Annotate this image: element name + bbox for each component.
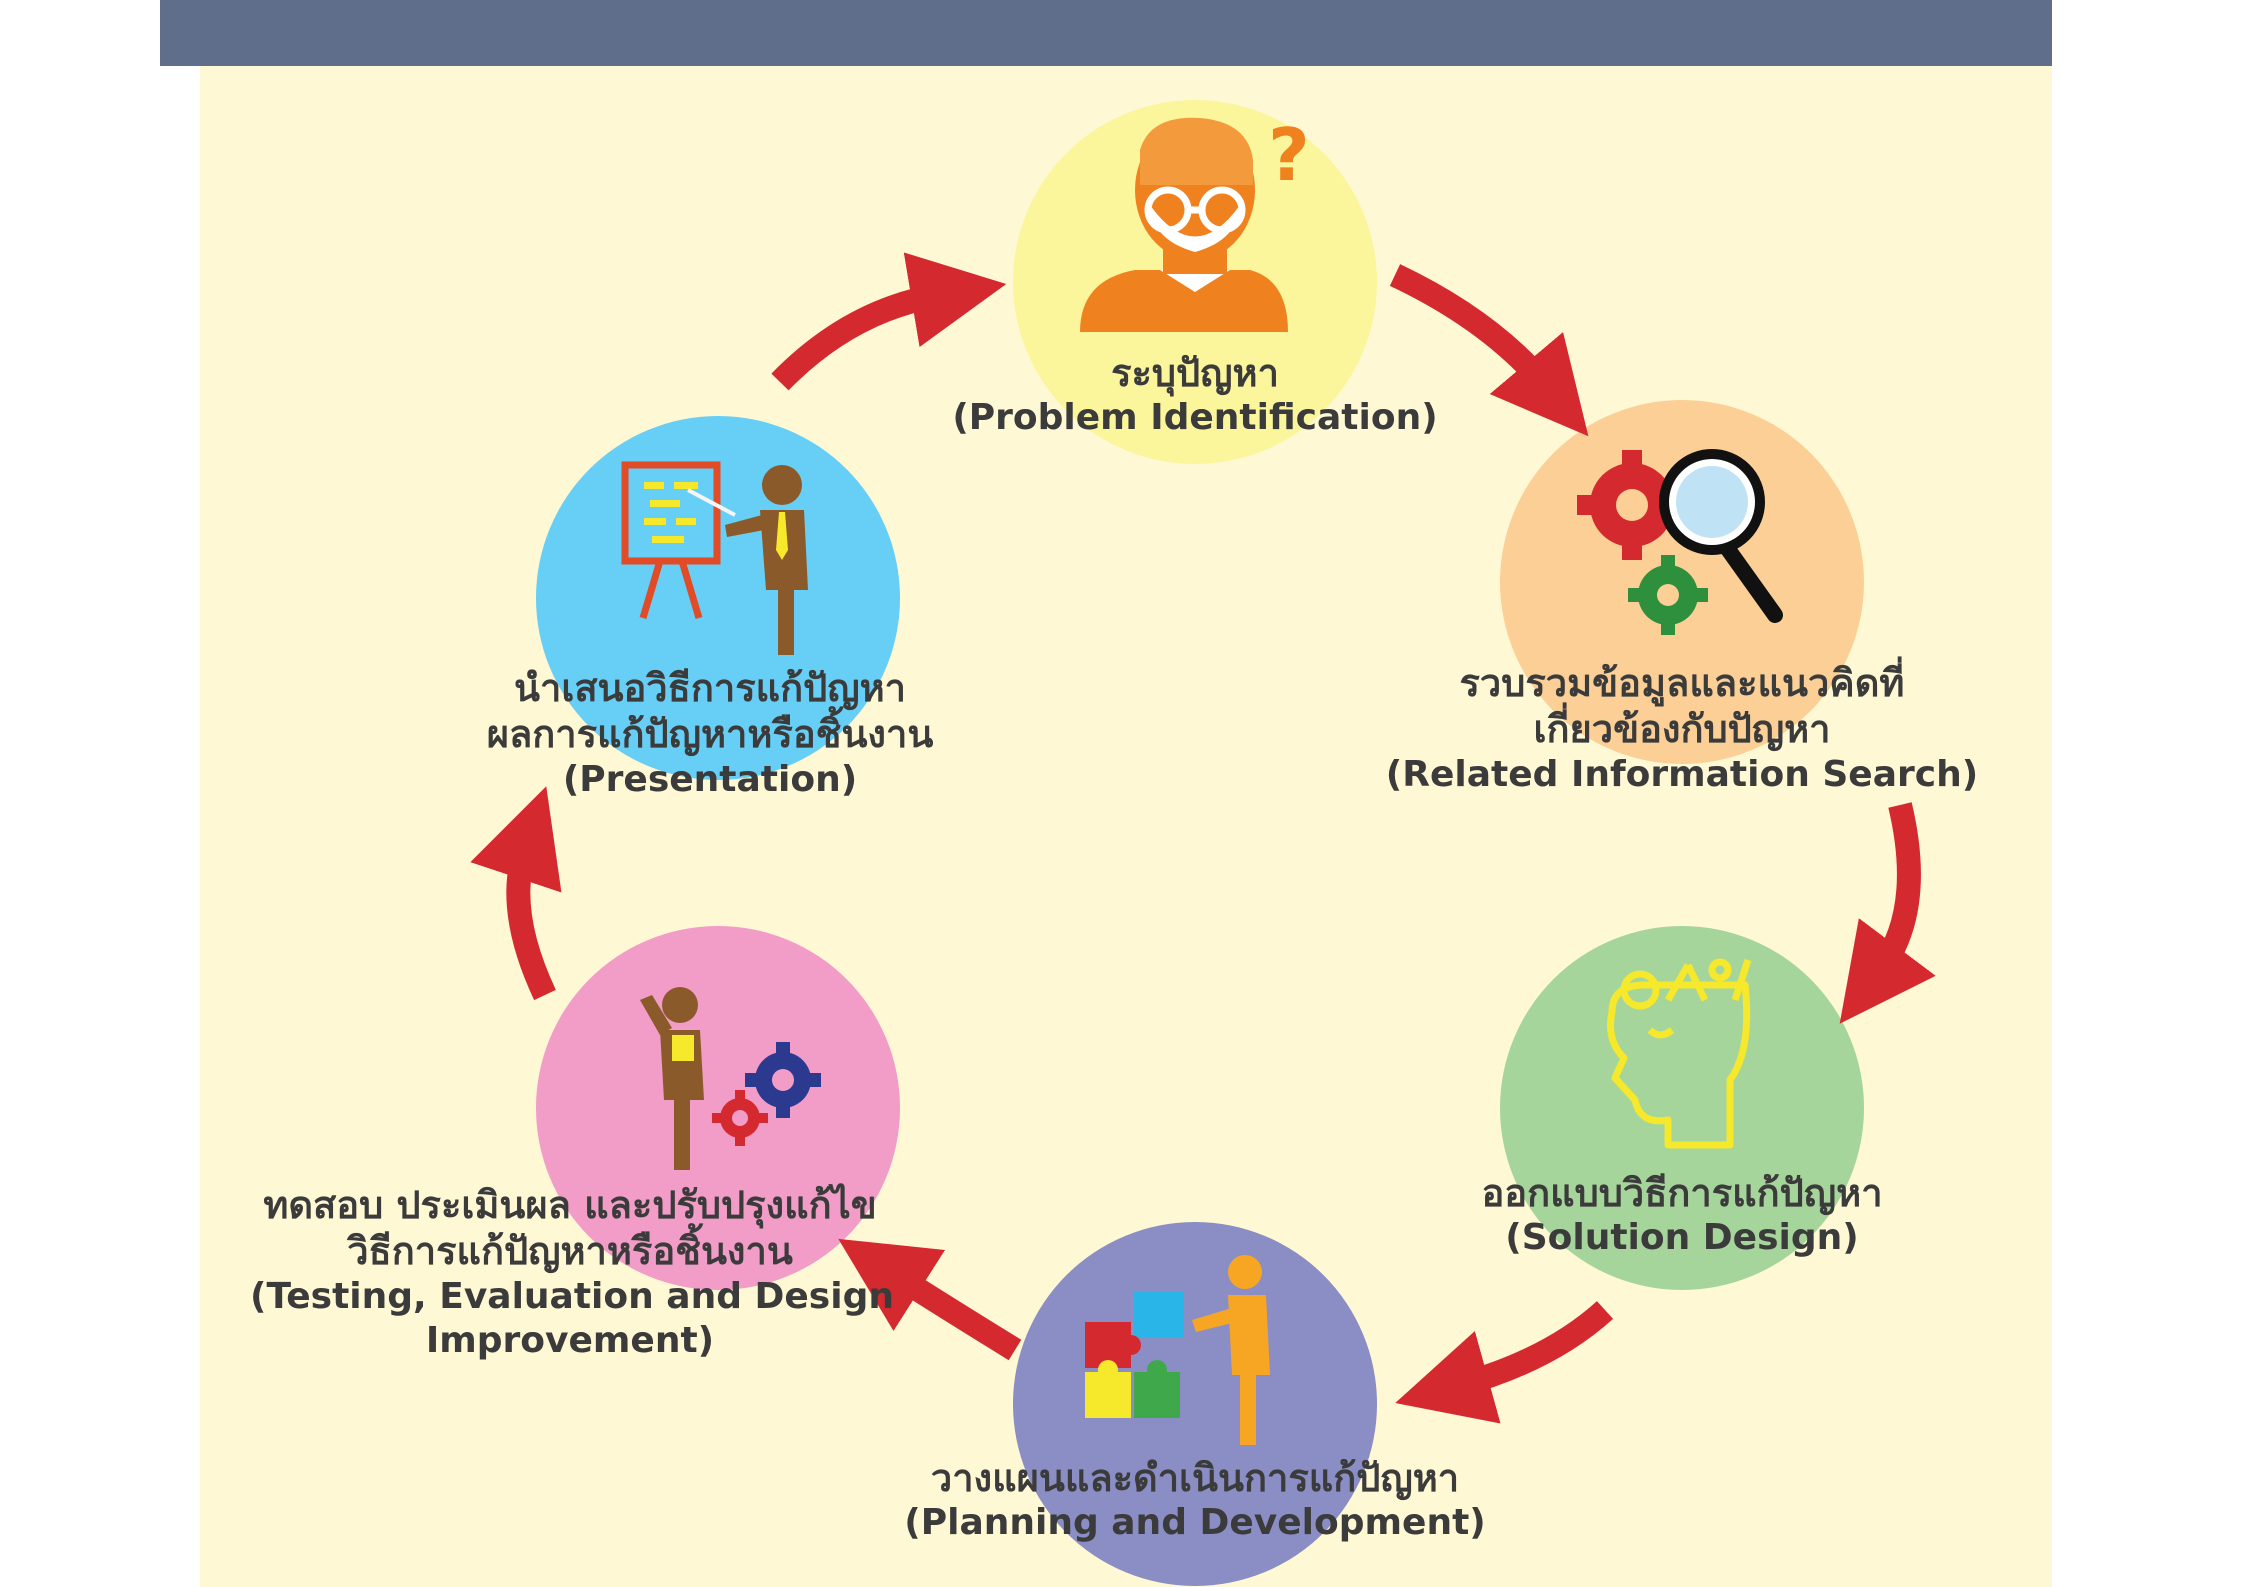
thinking-person-icon: ? [1080, 113, 1310, 332]
step-1-thai-label: ระบุปัญหา [1111, 351, 1279, 395]
step-3-thai-label: ออกแบบวิธีการแก้ปัญหา [1481, 1171, 1883, 1215]
cycle-arrow-2 [1389, 264, 1589, 437]
step-2-english-label: (Related Information Search) [1385, 753, 1979, 795]
svg-text:?: ? [1268, 113, 1310, 197]
step-2-thai-label-line1: รวบรวมข้อมูลและแนวคิดที่ [1459, 661, 1905, 705]
cycle-arrow-4 [1395, 1301, 1614, 1424]
step-5-english-label-line2: Improvement) [425, 1319, 715, 1361]
step-2-thai-label-line2: เกี่ยวข้องกับปัญหา [1533, 707, 1831, 752]
step-5-thai-label-line1: ทดสอบ ประเมินผล และปรับปรุงแก้ไข [263, 1183, 877, 1227]
step-5-english-label-line1: (Testing, Evaluation and Design [250, 1275, 894, 1317]
step-circle-planning-development [1013, 1222, 1377, 1586]
step-1-english-label: (Problem Identification) [952, 397, 1438, 439]
step-label-solution-design: ออกแบบวิธีการแก้ปัญหา (Solution Design) [1382, 1170, 1982, 1260]
step-6-english-label: (Presentation) [562, 758, 858, 800]
step-circle-solution-design [1500, 926, 1864, 1290]
step-circle-testing-evaluation [536, 926, 900, 1290]
step-4-english-label: (Planning and Development) [904, 1502, 1486, 1544]
gears-magnifier-icon [1577, 449, 1783, 635]
step-5-thai-label-line2: วิธีการแก้ปัญหาหรือชิ้นงาน [347, 1229, 793, 1274]
presenter-board-icon [621, 461, 808, 655]
cycle-arrow-3 [1839, 802, 1936, 1024]
cycle-arrow-5 [838, 1238, 1022, 1361]
person-gears-icon [640, 987, 821, 1170]
cycle-arrow-6 [470, 786, 562, 1001]
step-label-testing-evaluation: ทดสอบ ประเมินผล และปรับปรุงแก้ไข วิธีการ… [250, 1182, 894, 1363]
step-6-thai-label-line1: นำเสนอวิธีการแก้ปัญหา [514, 666, 906, 710]
step-label-presentation: นำเสนอวิธีการแก้ปัญหา ผลการแก้ปัญหาหรือช… [410, 665, 1010, 802]
cycle-arrow-1 [771, 252, 1007, 391]
step-6-thai-label-line2: ผลการแก้ปัญหาหรือชิ้นงาน [486, 712, 934, 757]
puzzle-person-icon [1085, 1255, 1270, 1445]
step-4-thai-label: วางแผนและดำเนินการแก้ปัญหา [930, 1456, 1460, 1500]
step-label-information-search: รวบรวมข้อมูลและแนวคิดที่ เกี่ยวข้องกับปั… [1372, 660, 1992, 797]
header-bar [160, 0, 2052, 66]
idea-head-icon [1607, 958, 1752, 1149]
step-label-problem-identification: ระบุปัญหา (Problem Identification) [895, 350, 1495, 440]
step-3-english-label: (Solution Design) [1505, 1217, 1859, 1259]
step-label-planning-development: วางแผนและดำเนินการแก้ปัญหา (Planning and… [880, 1455, 1510, 1545]
